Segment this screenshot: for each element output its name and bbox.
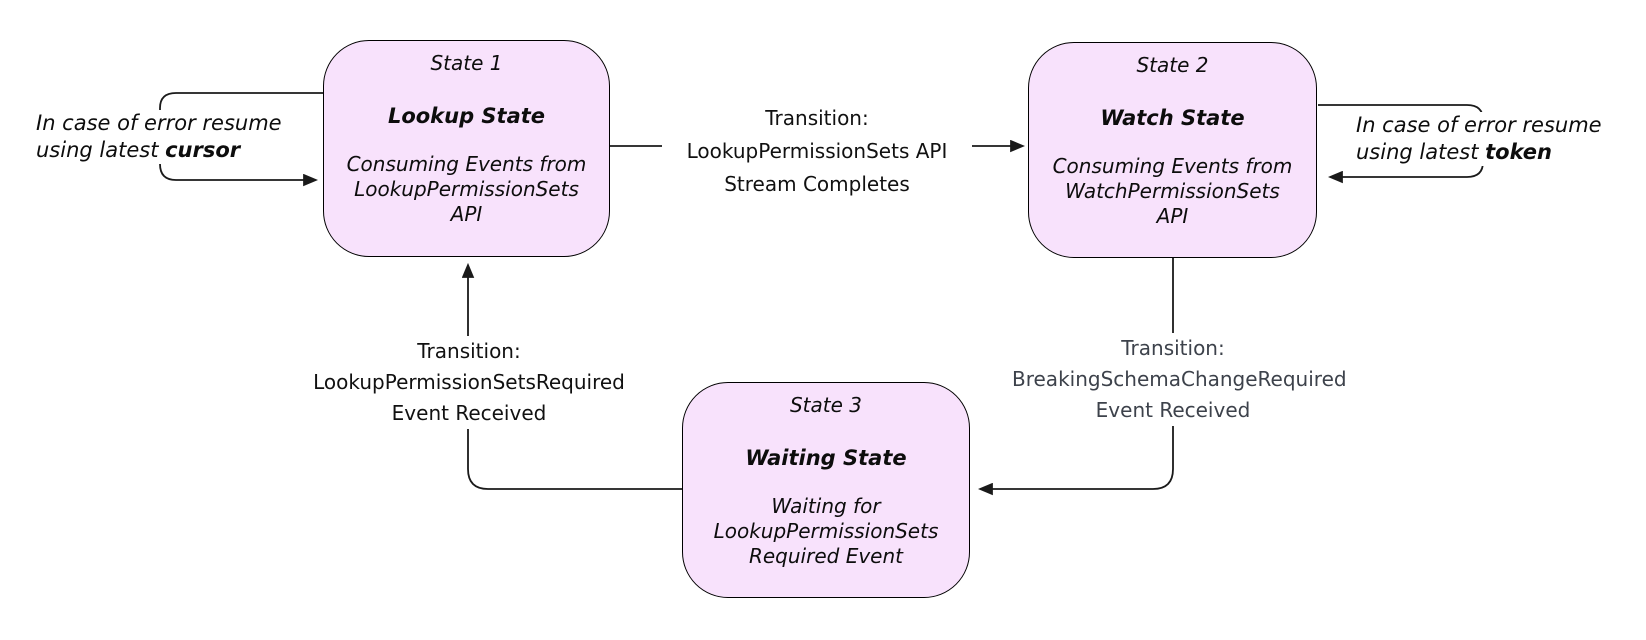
state-title: Watch State — [1100, 106, 1245, 130]
state-node-waiting: State 3 Waiting State Waiting for Lookup… — [682, 382, 970, 598]
state-number: State 3 — [789, 393, 863, 417]
state-number: State 1 — [430, 51, 503, 75]
token-keyword: token — [1485, 140, 1552, 164]
state-title: Lookup State — [387, 104, 546, 128]
state-description: Consuming Events from WatchPermissionSet… — [1052, 154, 1293, 228]
transition-label-state1-state2: Transition: LookupPermissionSets API Str… — [662, 102, 972, 201]
state-description: Waiting for LookupPermissionSets Require… — [713, 494, 939, 568]
cursor-keyword: cursor — [165, 138, 241, 162]
state-node-watch: State 2 Watch State Consuming Events fro… — [1028, 42, 1317, 258]
error-note-token: In case of error resume using latest tok… — [1356, 112, 1606, 166]
state-title: Waiting State — [745, 446, 907, 470]
state-node-lookup: State 1 Lookup State Consuming Events fr… — [323, 40, 610, 257]
state-description: Consuming Events from LookupPermissionSe… — [346, 152, 587, 226]
arrow-state3-to-state1 — [461, 262, 682, 490]
transition-label-state3-state1: Transition: LookupPermissionSetsRequired… — [308, 336, 630, 429]
transition-label-state2-state3: Transition: BreakingSchemaChangeRequired… — [1012, 333, 1347, 426]
arrow-state2-to-state3 — [977, 258, 1174, 496]
error-note-cursor: In case of error resume using latest cur… — [36, 110, 286, 164]
state-number: State 2 — [1136, 53, 1209, 77]
